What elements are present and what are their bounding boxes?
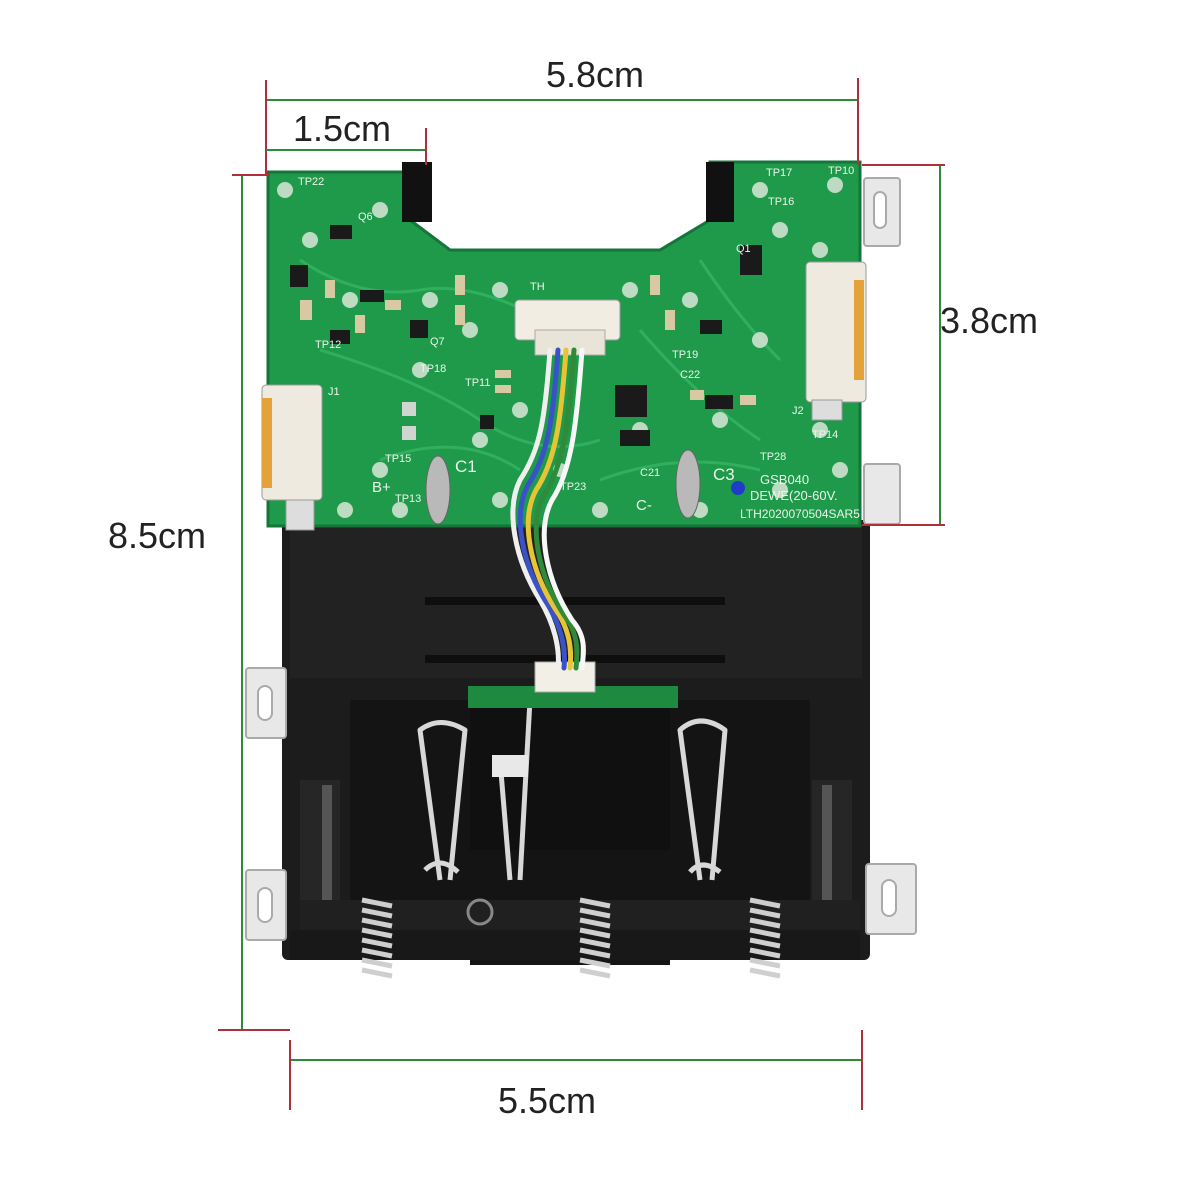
sub-board: [468, 686, 678, 708]
silk-tp10: TP10: [828, 165, 854, 177]
silk-voltage: DEWE(20-60V.: [750, 488, 838, 503]
dimension-board-height: 3.8cm: [940, 300, 1039, 341]
dimension-lines: [218, 78, 945, 1110]
silk-q6: Q6: [358, 211, 373, 223]
silk-tp28: TP28: [760, 451, 786, 463]
silk-j1: J1: [328, 386, 340, 398]
silk-tp13: TP13: [395, 493, 421, 505]
silk-q7: Q7: [430, 336, 445, 348]
silk-tp11: TP11: [465, 377, 490, 389]
silk-tp22: TP22: [298, 176, 324, 188]
silk-q1: Q1: [736, 243, 751, 255]
silk-c-minus: C-: [636, 497, 652, 514]
silk-tp12: TP12: [315, 339, 341, 351]
silk-tp23: TP23: [560, 481, 586, 493]
silk-c3: C3: [713, 465, 735, 484]
silk-tp19: TP19: [672, 349, 698, 361]
silk-j2: J2: [792, 405, 804, 417]
green-pcb: [261, 160, 867, 531]
mounting-tabs: [245, 177, 917, 941]
silk-th: TH: [530, 281, 545, 293]
dimension-total-height: 8.5cm: [108, 515, 207, 556]
pcb-silkscreen: TP22 TP17 TP10 TP16 TP14 TP28 TP15 TP13 …: [298, 165, 860, 521]
silk-tp15: TP15: [385, 453, 411, 465]
silk-tp18: TP18: [420, 363, 446, 375]
silk-tp17: TP17: [766, 167, 792, 179]
silk-b-plus: B+: [372, 479, 391, 496]
springs: [361, 897, 781, 979]
dimension-total-width: 5.8cm: [546, 54, 645, 95]
silk-c1: C1: [455, 457, 477, 476]
silk-tp14: TP14: [812, 429, 838, 441]
dimension-bottom-width: 5.5cm: [498, 1080, 597, 1121]
silk-c22: C22: [680, 369, 700, 381]
dimension-tab-width: 1.5cm: [293, 108, 392, 149]
silk-model: GSB040: [760, 472, 809, 487]
silk-tp16: TP16: [768, 196, 794, 208]
silk-serial: LTH2020070504SAR5: [740, 507, 860, 521]
silk-c21: C21: [640, 467, 660, 479]
contact-clips: [417, 699, 728, 926]
battery-housing: [282, 520, 870, 965]
wire-harness: [510, 347, 586, 671]
